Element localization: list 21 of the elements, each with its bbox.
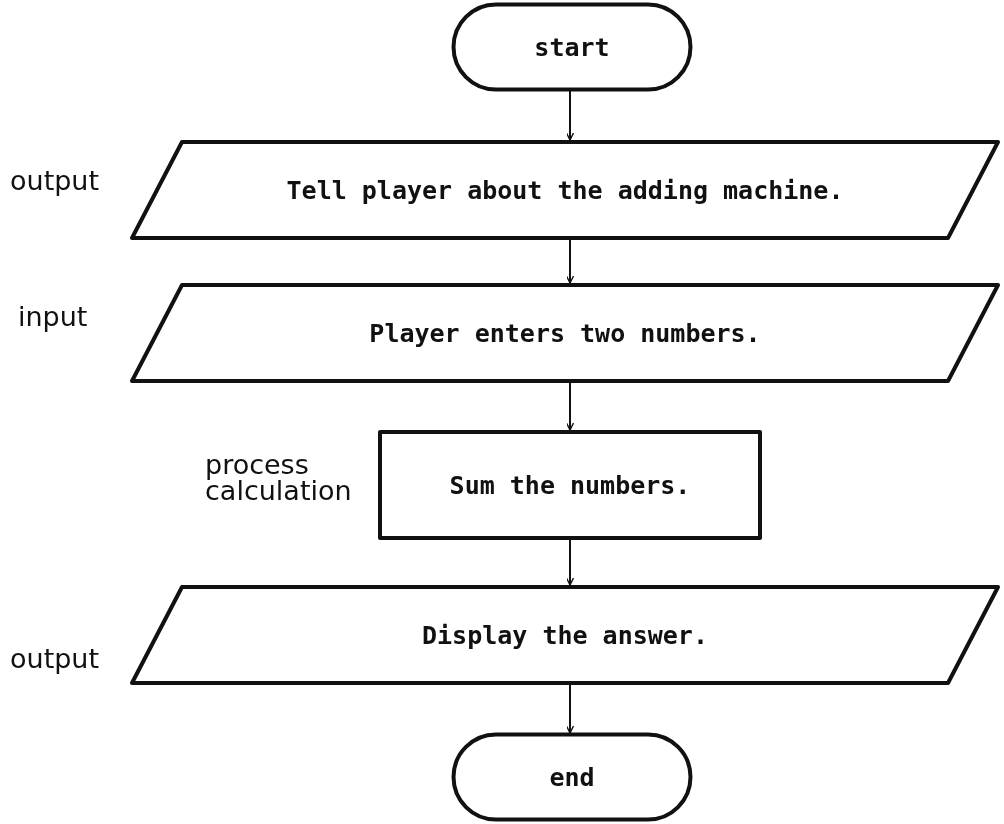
side-label: process calculation [205, 452, 353, 504]
node-text: start [534, 32, 610, 62]
arrow [565, 382, 575, 431]
node-text: end [549, 762, 595, 792]
end-terminator [452, 733, 692, 821]
side-label: input [18, 304, 89, 330]
side-label: output [10, 168, 101, 194]
node-text: Sum the numbers. [449, 470, 691, 500]
arrow [565, 684, 575, 734]
node-text: Display the answer. [422, 620, 708, 650]
node-text: Tell player about the adding machine. [286, 175, 844, 205]
side-label: output [10, 646, 101, 672]
arrow [565, 239, 575, 284]
node-text: Player enters two numbers. [369, 318, 761, 348]
output-parallelogram [130, 585, 1000, 685]
process-box [378, 430, 762, 540]
input-parallelogram [130, 283, 1000, 383]
start-terminator [452, 3, 692, 91]
output-parallelogram [130, 140, 1000, 240]
arrow [565, 539, 575, 586]
arrow [565, 90, 575, 141]
